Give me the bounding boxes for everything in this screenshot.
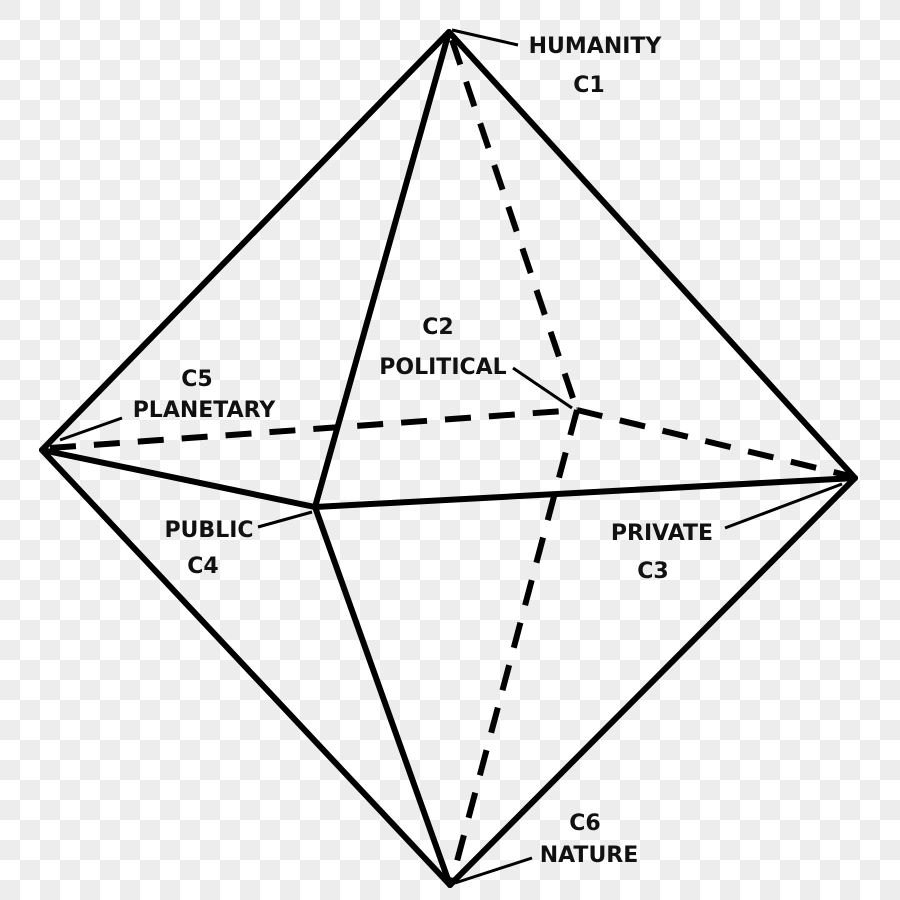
- edge-c2-c6: [449, 409, 580, 881]
- label-c1-code: C1: [573, 73, 604, 98]
- edge-c1-c2: [449, 39, 580, 411]
- leader-c3: [724, 482, 843, 530]
- edge-c5-c4: [39, 447, 318, 510]
- edge-c4-c3: [312, 475, 858, 510]
- label-c3-code: C3: [637, 559, 668, 584]
- label-c5-code: C5: [181, 367, 212, 392]
- label-c1-name: HUMANITY: [529, 34, 663, 59]
- label-c2-name: POLITICAL: [379, 355, 506, 380]
- solid-edges: [39, 29, 858, 888]
- label-c6-code: C6: [569, 811, 600, 836]
- leader-c2: [512, 366, 573, 410]
- hidden-edges: [49, 39, 851, 881]
- edge-c6-c3: [447, 475, 858, 888]
- edge-c1-c3: [446, 29, 858, 481]
- edge-c1-c5: [39, 29, 452, 453]
- edge-c6-c5: [39, 447, 453, 888]
- label-c3-name: PRIVATE: [611, 521, 713, 546]
- vertex-labels: HUMANITY C1 C2 POLITICAL C5 PLANETARY PU…: [133, 34, 713, 868]
- edge-c6-c4: [312, 504, 453, 888]
- edge-c5-c2: [49, 407, 578, 451]
- leader-c6: [454, 856, 533, 885]
- label-c4-name: PUBLIC: [164, 518, 253, 543]
- leader-lines: [59, 28, 843, 885]
- label-c4-code: C4: [187, 554, 218, 579]
- leader-c4: [257, 510, 313, 529]
- label-c6-name: NATURE: [540, 843, 639, 868]
- label-c2-code: C2: [422, 315, 453, 340]
- label-c5-name: PLANETARY: [133, 398, 277, 423]
- edge-c1-c4: [312, 29, 452, 510]
- leader-c5: [59, 416, 123, 442]
- leader-c1: [451, 28, 519, 47]
- edge-c2-c3: [576, 407, 851, 479]
